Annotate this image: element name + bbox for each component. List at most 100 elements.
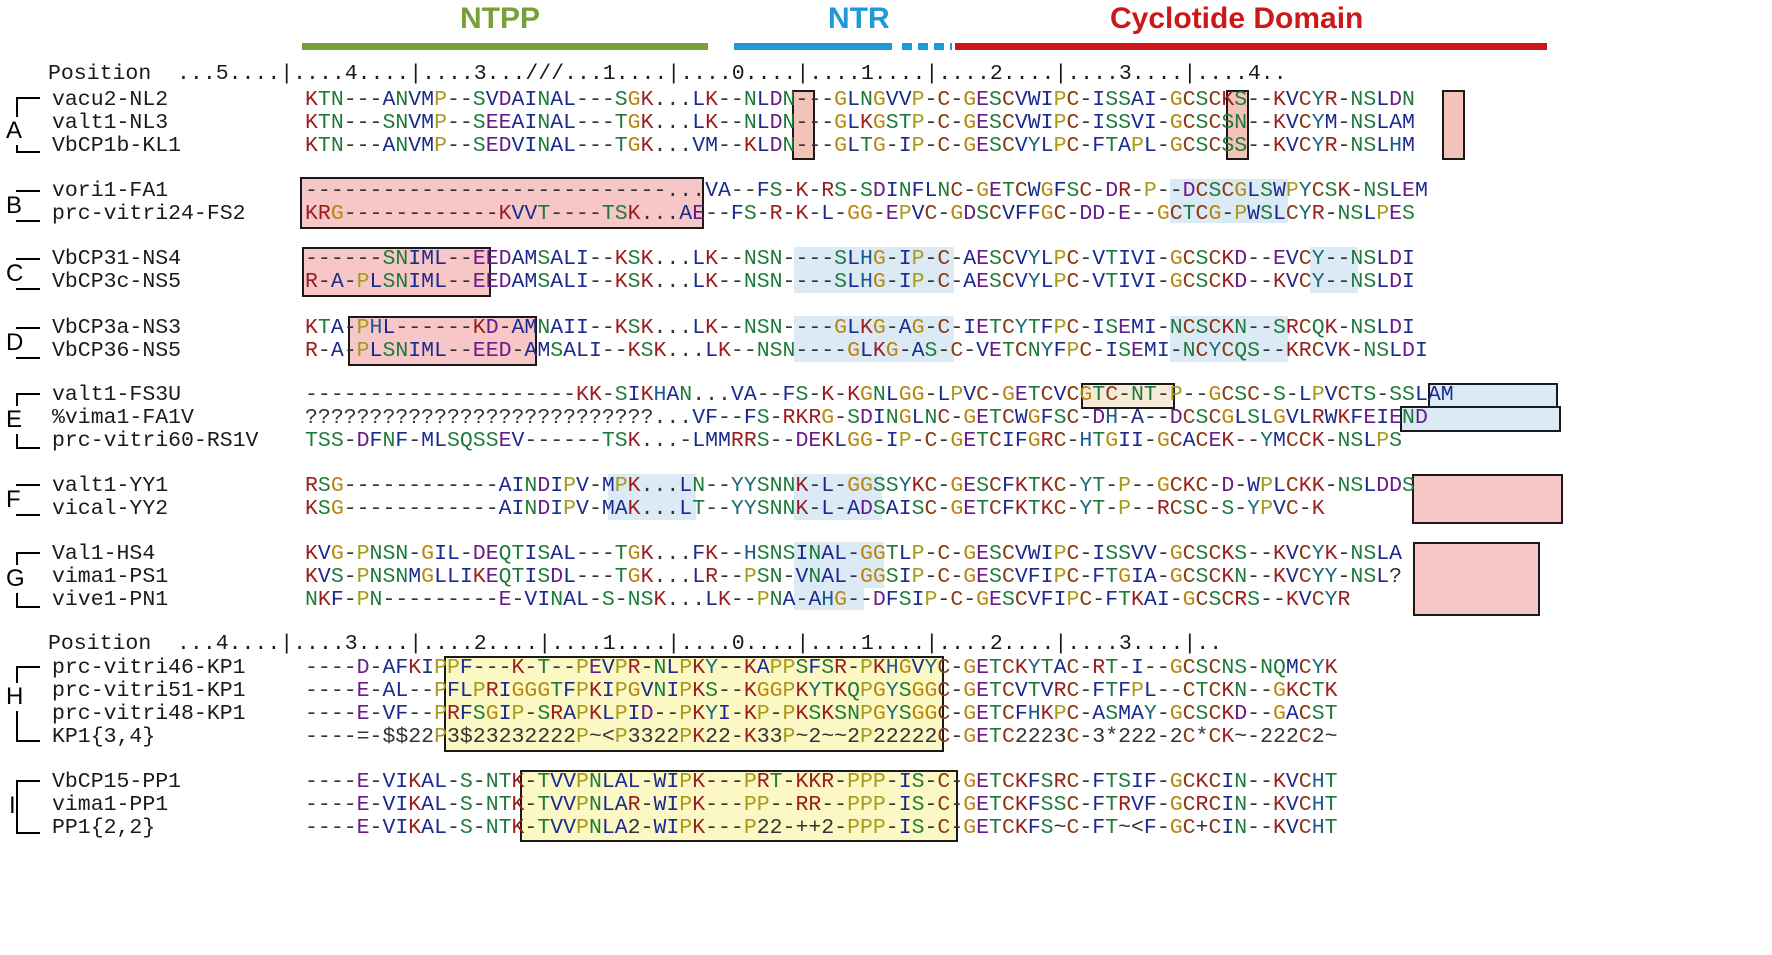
residue: - bbox=[782, 179, 796, 203]
residue: F bbox=[1027, 793, 1041, 817]
residue: V bbox=[550, 793, 564, 817]
residue: C bbox=[1079, 588, 1093, 612]
residue: . bbox=[718, 383, 731, 407]
residue: C bbox=[1337, 383, 1351, 407]
residue: G bbox=[872, 270, 886, 294]
residue: N bbox=[395, 88, 409, 112]
residue: A bbox=[511, 270, 525, 294]
residue: - bbox=[795, 339, 809, 363]
residue: E bbox=[472, 339, 486, 363]
residue: I bbox=[498, 679, 512, 703]
residue: V bbox=[1131, 542, 1144, 566]
residue: C bbox=[1208, 565, 1222, 589]
residue: S bbox=[1363, 88, 1377, 112]
residue: V bbox=[524, 588, 538, 612]
residue: P bbox=[898, 429, 912, 453]
residue: - bbox=[1350, 339, 1364, 363]
residue: I bbox=[1040, 111, 1054, 135]
residue: L bbox=[898, 542, 912, 566]
residue: - bbox=[317, 339, 331, 363]
residue: C bbox=[1208, 702, 1222, 726]
residue: S bbox=[1195, 542, 1209, 566]
residue: M bbox=[1324, 111, 1338, 135]
residue: A bbox=[1131, 88, 1144, 112]
residue: - bbox=[421, 179, 435, 203]
residue: - bbox=[950, 679, 964, 703]
residue: 2 bbox=[1311, 725, 1325, 749]
residue: C bbox=[1001, 565, 1015, 589]
residue: - bbox=[924, 316, 938, 340]
residue: I bbox=[911, 588, 925, 612]
residue: 2 bbox=[821, 816, 835, 840]
residue: A bbox=[614, 497, 628, 521]
residue: - bbox=[847, 542, 860, 566]
residue: F bbox=[369, 429, 383, 453]
residue: C bbox=[989, 474, 1002, 498]
residue: I bbox=[1221, 816, 1235, 840]
residue: C bbox=[950, 339, 964, 363]
residue: L bbox=[1040, 247, 1054, 271]
residue: K bbox=[511, 770, 525, 794]
residue: N bbox=[1221, 656, 1235, 680]
residue: - bbox=[1118, 383, 1131, 407]
residue: C bbox=[1182, 770, 1196, 794]
residue: - bbox=[859, 588, 873, 612]
residue: C bbox=[1001, 725, 1015, 749]
residue: - bbox=[343, 725, 357, 749]
residue: - bbox=[369, 88, 383, 112]
residue: P bbox=[756, 702, 770, 726]
residue: P bbox=[1053, 316, 1067, 340]
residue: C bbox=[1182, 542, 1196, 566]
residue: C bbox=[1311, 179, 1325, 203]
residue: C bbox=[1066, 542, 1080, 566]
residue: G bbox=[769, 679, 783, 703]
residue: - bbox=[885, 816, 899, 840]
residue: V bbox=[1014, 270, 1028, 294]
residue: N bbox=[1234, 770, 1248, 794]
residue: - bbox=[1079, 816, 1093, 840]
residue: - bbox=[1260, 247, 1273, 271]
residue: S bbox=[1402, 383, 1415, 407]
residue: - bbox=[511, 383, 525, 407]
residue: M bbox=[1143, 339, 1157, 363]
residue: 2 bbox=[911, 725, 925, 749]
residue: - bbox=[963, 588, 977, 612]
residue: P bbox=[1053, 270, 1067, 294]
sequence-name: VbCP31-NS4 bbox=[52, 247, 182, 271]
residue: H bbox=[1079, 429, 1093, 453]
sequence-name: prc-vitri46-KP1 bbox=[52, 656, 246, 680]
residue: P bbox=[434, 679, 447, 703]
residue: - bbox=[614, 339, 628, 363]
residue: N bbox=[1402, 88, 1415, 112]
residue: A bbox=[550, 270, 564, 294]
residue: K bbox=[305, 542, 318, 566]
residue: K bbox=[1272, 565, 1286, 589]
residue: 3 bbox=[756, 725, 770, 749]
residue: - bbox=[1156, 270, 1170, 294]
residue: - bbox=[834, 474, 848, 498]
residue: P bbox=[1311, 383, 1325, 407]
residue: L bbox=[692, 316, 706, 340]
residue: N bbox=[1027, 339, 1041, 363]
residue: C bbox=[1298, 270, 1312, 294]
residue: C bbox=[937, 247, 951, 271]
residue: 2 bbox=[705, 725, 718, 749]
residue: K bbox=[692, 702, 706, 726]
residue: S bbox=[627, 247, 641, 271]
residue: A bbox=[498, 497, 512, 521]
residue: K bbox=[1272, 770, 1286, 794]
residue: P bbox=[911, 542, 925, 566]
residue: ? bbox=[369, 406, 383, 430]
residue: - bbox=[343, 111, 357, 135]
residue: C bbox=[989, 429, 1002, 453]
residue: ? bbox=[550, 406, 564, 430]
residue: - bbox=[459, 339, 473, 363]
residue: S bbox=[898, 679, 912, 703]
sequence-name: vima1-PS1 bbox=[52, 565, 169, 589]
residue: - bbox=[1079, 247, 1093, 271]
residue: K bbox=[1272, 134, 1286, 158]
residue: N bbox=[1234, 816, 1248, 840]
residue: Y bbox=[885, 679, 899, 703]
residue: S bbox=[1040, 770, 1054, 794]
residue: - bbox=[317, 383, 331, 407]
